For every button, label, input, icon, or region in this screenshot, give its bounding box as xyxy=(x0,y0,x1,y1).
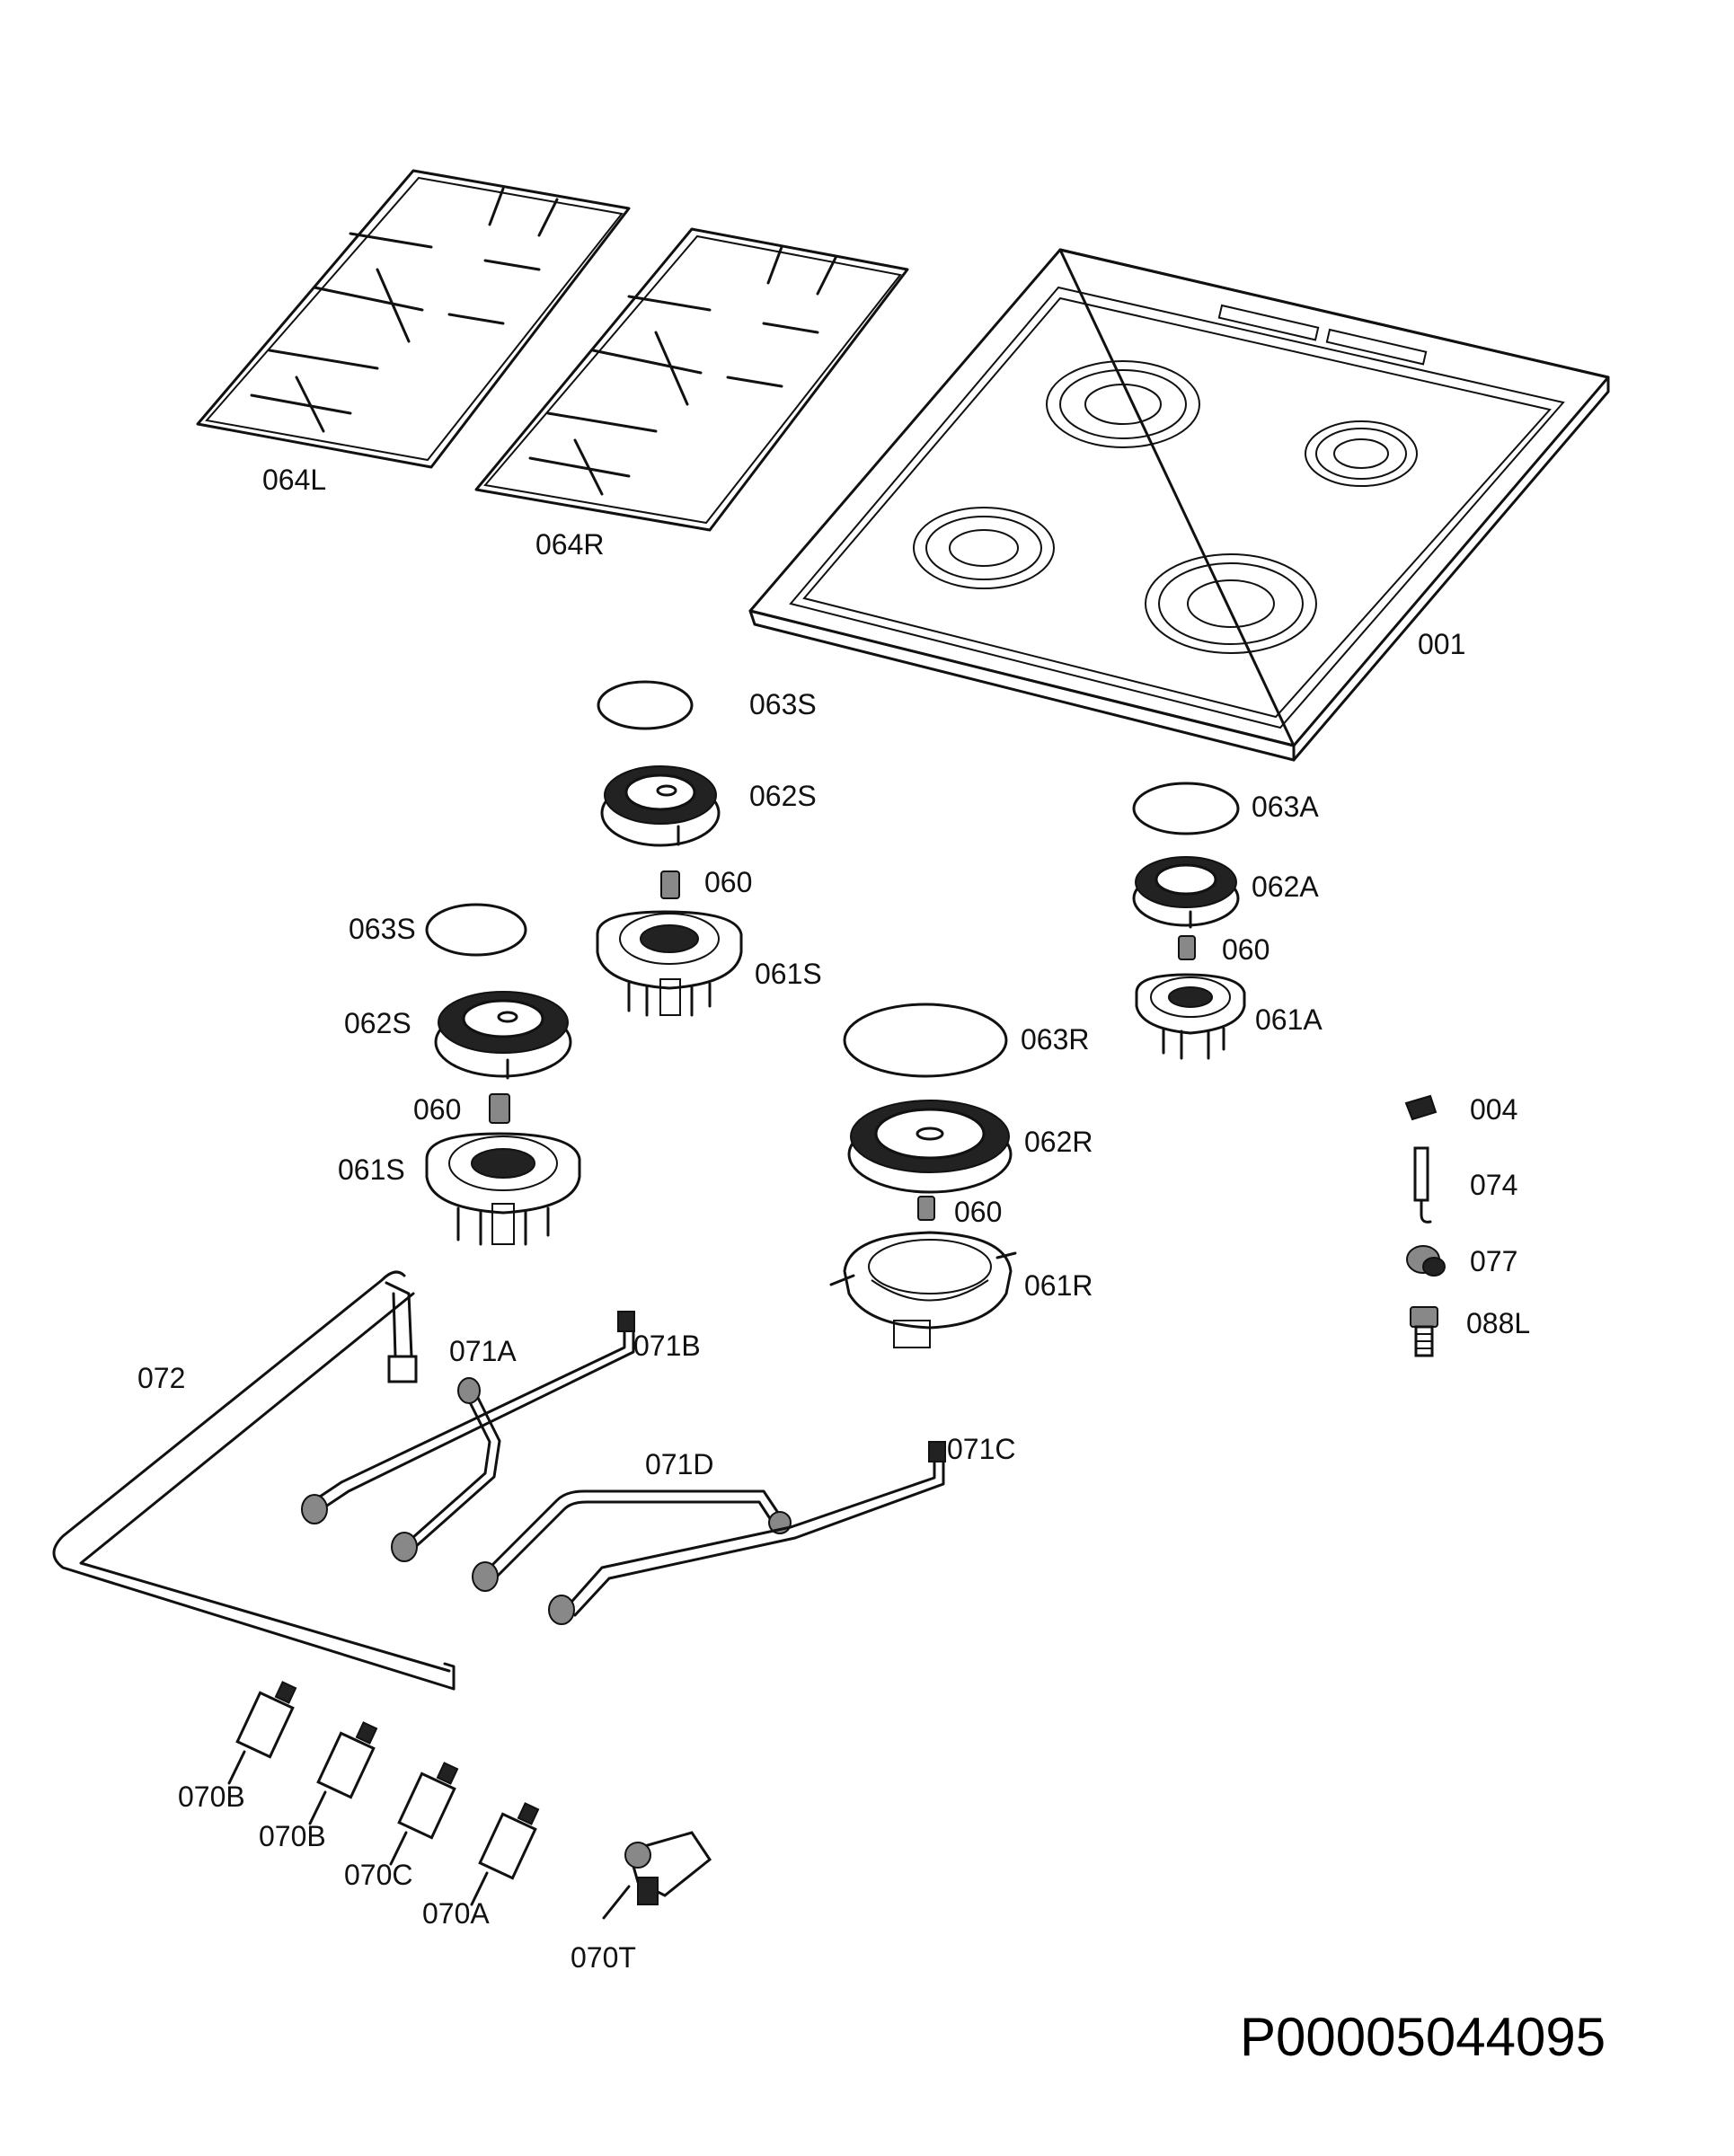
burner-crown-062s-top xyxy=(600,765,721,847)
label-074: 074 xyxy=(1470,1169,1517,1201)
gas-tap-070t xyxy=(602,1831,712,1920)
label-061s-top: 061S xyxy=(755,958,822,990)
label-070b-2: 070B xyxy=(259,1820,326,1852)
label-070t: 070T xyxy=(571,1941,636,1974)
gas-tap-070b-2 xyxy=(308,1721,378,1825)
label-063a: 063A xyxy=(1252,791,1319,823)
gas-pipe-071c xyxy=(548,1441,946,1625)
burner-cap-063s-left xyxy=(425,903,527,957)
label-060-d: 060 xyxy=(954,1196,1002,1228)
burner-body-061a xyxy=(1135,973,1246,1060)
fitting-077-icon xyxy=(1406,1245,1446,1277)
burner-body-061s-left xyxy=(425,1132,581,1246)
injector-060-c xyxy=(1178,935,1196,960)
injector-060-b xyxy=(489,1093,510,1124)
drawing-code: P00005044095 xyxy=(1240,2007,1606,2067)
gas-tap-070a xyxy=(470,1802,540,1906)
pan-support-right xyxy=(474,227,909,532)
label-001: 001 xyxy=(1418,628,1465,660)
gas-pipe-071d xyxy=(472,1489,792,1592)
label-063s-left: 063S xyxy=(349,913,416,945)
burner-crown-062r xyxy=(847,1100,1013,1194)
label-071d: 071D xyxy=(645,1448,714,1480)
label-063s-top: 063S xyxy=(749,688,817,720)
label-060-b: 060 xyxy=(413,1093,461,1126)
gas-pipe-071a xyxy=(391,1377,501,1562)
hob-top-plate xyxy=(748,248,1610,762)
label-071a: 071A xyxy=(449,1335,517,1367)
burner-cap-063r xyxy=(843,1003,1008,1078)
label-061a: 061A xyxy=(1255,1003,1323,1036)
label-064l: 064L xyxy=(262,464,326,496)
gas-manifold-072 xyxy=(52,1270,456,1691)
label-077: 077 xyxy=(1470,1245,1517,1277)
label-060-a: 060 xyxy=(704,866,752,898)
label-070a: 070A xyxy=(422,1897,490,1930)
label-061r: 061R xyxy=(1024,1269,1093,1302)
label-004: 004 xyxy=(1470,1093,1517,1126)
label-070c: 070C xyxy=(344,1859,413,1891)
label-072: 072 xyxy=(137,1362,185,1394)
gas-tap-070b-1 xyxy=(227,1681,297,1785)
label-071b: 071B xyxy=(633,1330,701,1362)
pan-support-left xyxy=(196,169,631,469)
label-062s-top: 062S xyxy=(749,780,817,812)
injector-060-d xyxy=(917,1196,935,1221)
burner-body-061r xyxy=(829,1231,1017,1348)
label-062r: 062R xyxy=(1024,1126,1093,1158)
label-060-c: 060 xyxy=(1222,933,1270,966)
label-064r: 064R xyxy=(535,528,605,561)
label-061s-left: 061S xyxy=(338,1153,405,1186)
injector-060-a xyxy=(660,870,680,899)
label-070b-1: 070B xyxy=(178,1780,245,1813)
connector-088l-icon xyxy=(1410,1306,1438,1357)
burner-cap-063a xyxy=(1132,782,1240,835)
label-071c: 071C xyxy=(947,1433,1016,1465)
burner-body-061s-top xyxy=(596,910,743,1017)
gas-tap-070c xyxy=(389,1762,459,1866)
burner-crown-062s-left xyxy=(434,991,572,1080)
clip-004-icon xyxy=(1404,1094,1438,1121)
label-063r: 063R xyxy=(1021,1023,1090,1056)
burner-crown-062a xyxy=(1132,856,1240,929)
thermocouple-074-icon xyxy=(1413,1146,1432,1224)
label-088l: 088L xyxy=(1466,1307,1530,1339)
label-062s-left: 062S xyxy=(344,1007,411,1039)
label-062a: 062A xyxy=(1252,870,1319,903)
burner-cap-063s-top xyxy=(597,680,694,730)
